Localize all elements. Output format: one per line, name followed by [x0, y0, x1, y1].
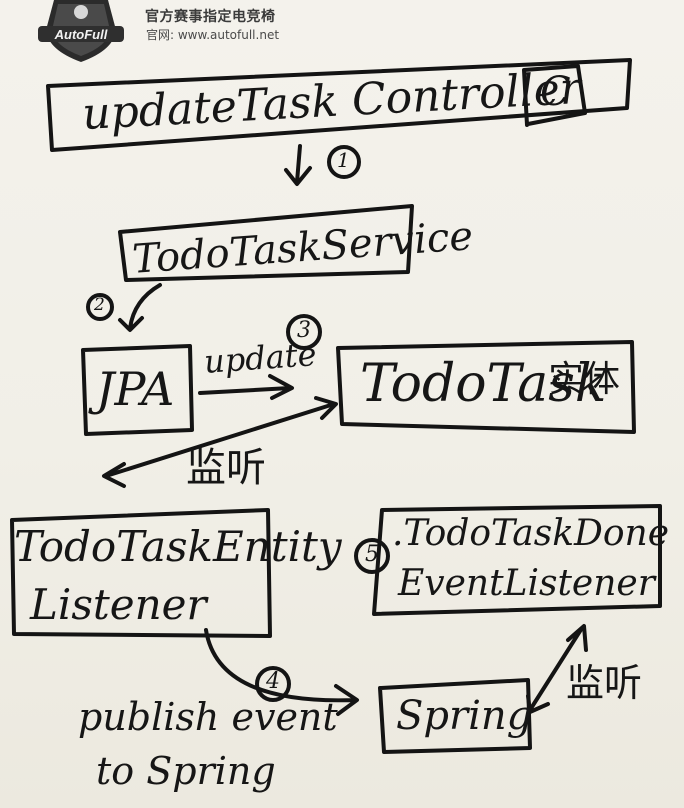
- logo-text: AutoFull: [54, 27, 108, 42]
- arrow-listen-1: [102, 396, 338, 488]
- step2-circle: [86, 293, 114, 321]
- step4-label: 4: [266, 669, 280, 694]
- service-box: [118, 204, 414, 282]
- arrow-publish: [204, 628, 359, 716]
- controller-box: [46, 58, 632, 152]
- done-listener-line1: .TodoTaskDone: [392, 513, 670, 554]
- controller-badge-box: [522, 64, 587, 127]
- arrow-update: [198, 374, 294, 400]
- done-listener-line2: EventListener: [398, 563, 655, 604]
- listen-label-1: 监听: [186, 445, 266, 491]
- entity-listener-line1: TodoTaskEntity: [14, 522, 342, 571]
- brand-url: 官网: www.autofull.net: [146, 28, 280, 42]
- entity-label: TodoTask: [360, 354, 607, 414]
- autofull-logo: AutoFull: [38, 0, 124, 62]
- step5-circle: [354, 538, 390, 574]
- controller-badge: C: [540, 69, 571, 115]
- entity-box: [336, 340, 636, 434]
- arrow-listen-2: [526, 624, 588, 714]
- step2-label: 2: [94, 295, 105, 315]
- step4-circle: [255, 666, 291, 702]
- entity-listener-box: [10, 508, 272, 638]
- publish-label-line2: to Spring: [96, 749, 276, 793]
- update-label: update: [202, 335, 318, 381]
- spring-label: Spring: [396, 693, 533, 739]
- jpa-box: [81, 344, 194, 436]
- step3-label: 3: [297, 318, 311, 343]
- brand-line: 官方赛事指定电竞椅: [145, 9, 276, 25]
- step5-label: 5: [365, 542, 379, 567]
- spring-box: [378, 678, 532, 754]
- arrow-controller-to-service: [284, 144, 312, 186]
- listen-label-2: 监听: [566, 661, 643, 705]
- step3-circle: [286, 314, 322, 350]
- step1-label: 1: [337, 148, 350, 172]
- publish-label-line1: publish event: [78, 695, 338, 739]
- entity-listener-line2: Listener: [30, 580, 207, 629]
- arrow-service-to-jpa: [118, 283, 162, 332]
- step1-circle: [327, 145, 361, 179]
- entity-suffix: 实体: [548, 359, 621, 400]
- done-listener-box: [372, 504, 662, 616]
- jpa-label: JPA: [96, 362, 175, 416]
